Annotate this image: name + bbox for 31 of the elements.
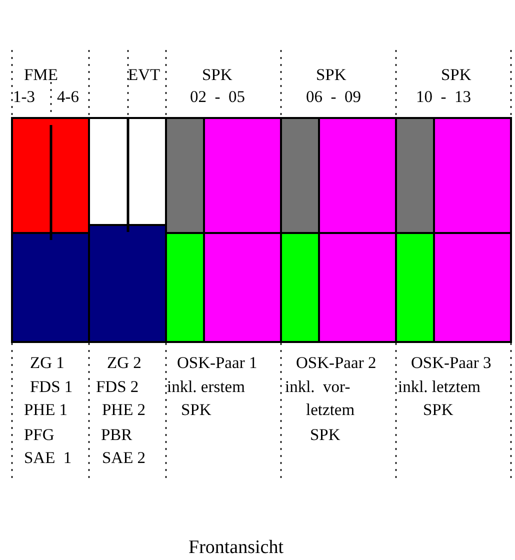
- range-label: 10 - 13: [416, 87, 471, 107]
- range-label: 1-3: [13, 87, 35, 107]
- component-label: PHE 1: [24, 400, 68, 420]
- component-label: FDS 1: [30, 377, 73, 397]
- column-heading: SPK: [202, 65, 232, 85]
- column-heading: SPK: [316, 65, 346, 85]
- component-label: SAE 1: [24, 448, 72, 468]
- component-label: PFG: [24, 425, 54, 445]
- component-label: ZG 1: [30, 353, 64, 373]
- range-label: 4-6: [57, 87, 79, 107]
- range-label: 02 - 05: [190, 87, 245, 107]
- column-heading: FME: [24, 65, 58, 85]
- component-label: letztem: [306, 400, 355, 420]
- component-label: PHE 2: [102, 400, 146, 420]
- component-label: SAE 2: [102, 448, 146, 468]
- component-label: PBR: [101, 425, 132, 445]
- column-heading: EVT: [128, 65, 160, 85]
- component-label: OSK-Paar 2: [296, 353, 376, 373]
- component-label: inkl. letztem: [398, 377, 480, 397]
- caption: Frontansicht: [188, 537, 284, 559]
- component-label: SPK: [423, 400, 454, 420]
- range-label: 06 - 09: [306, 87, 361, 107]
- component-label: inkl. vor-: [285, 377, 350, 397]
- component-label: SPK: [181, 400, 212, 420]
- component-label: inkl. erstem: [167, 377, 245, 397]
- component-label: ZG 2: [107, 353, 142, 373]
- column-heading: SPK: [441, 65, 472, 85]
- component-label: SPK: [310, 425, 340, 445]
- component-label: OSK-Paar 3: [411, 353, 492, 373]
- component-label: FDS 2: [96, 377, 139, 397]
- component-label: OSK-Paar 1: [177, 353, 258, 373]
